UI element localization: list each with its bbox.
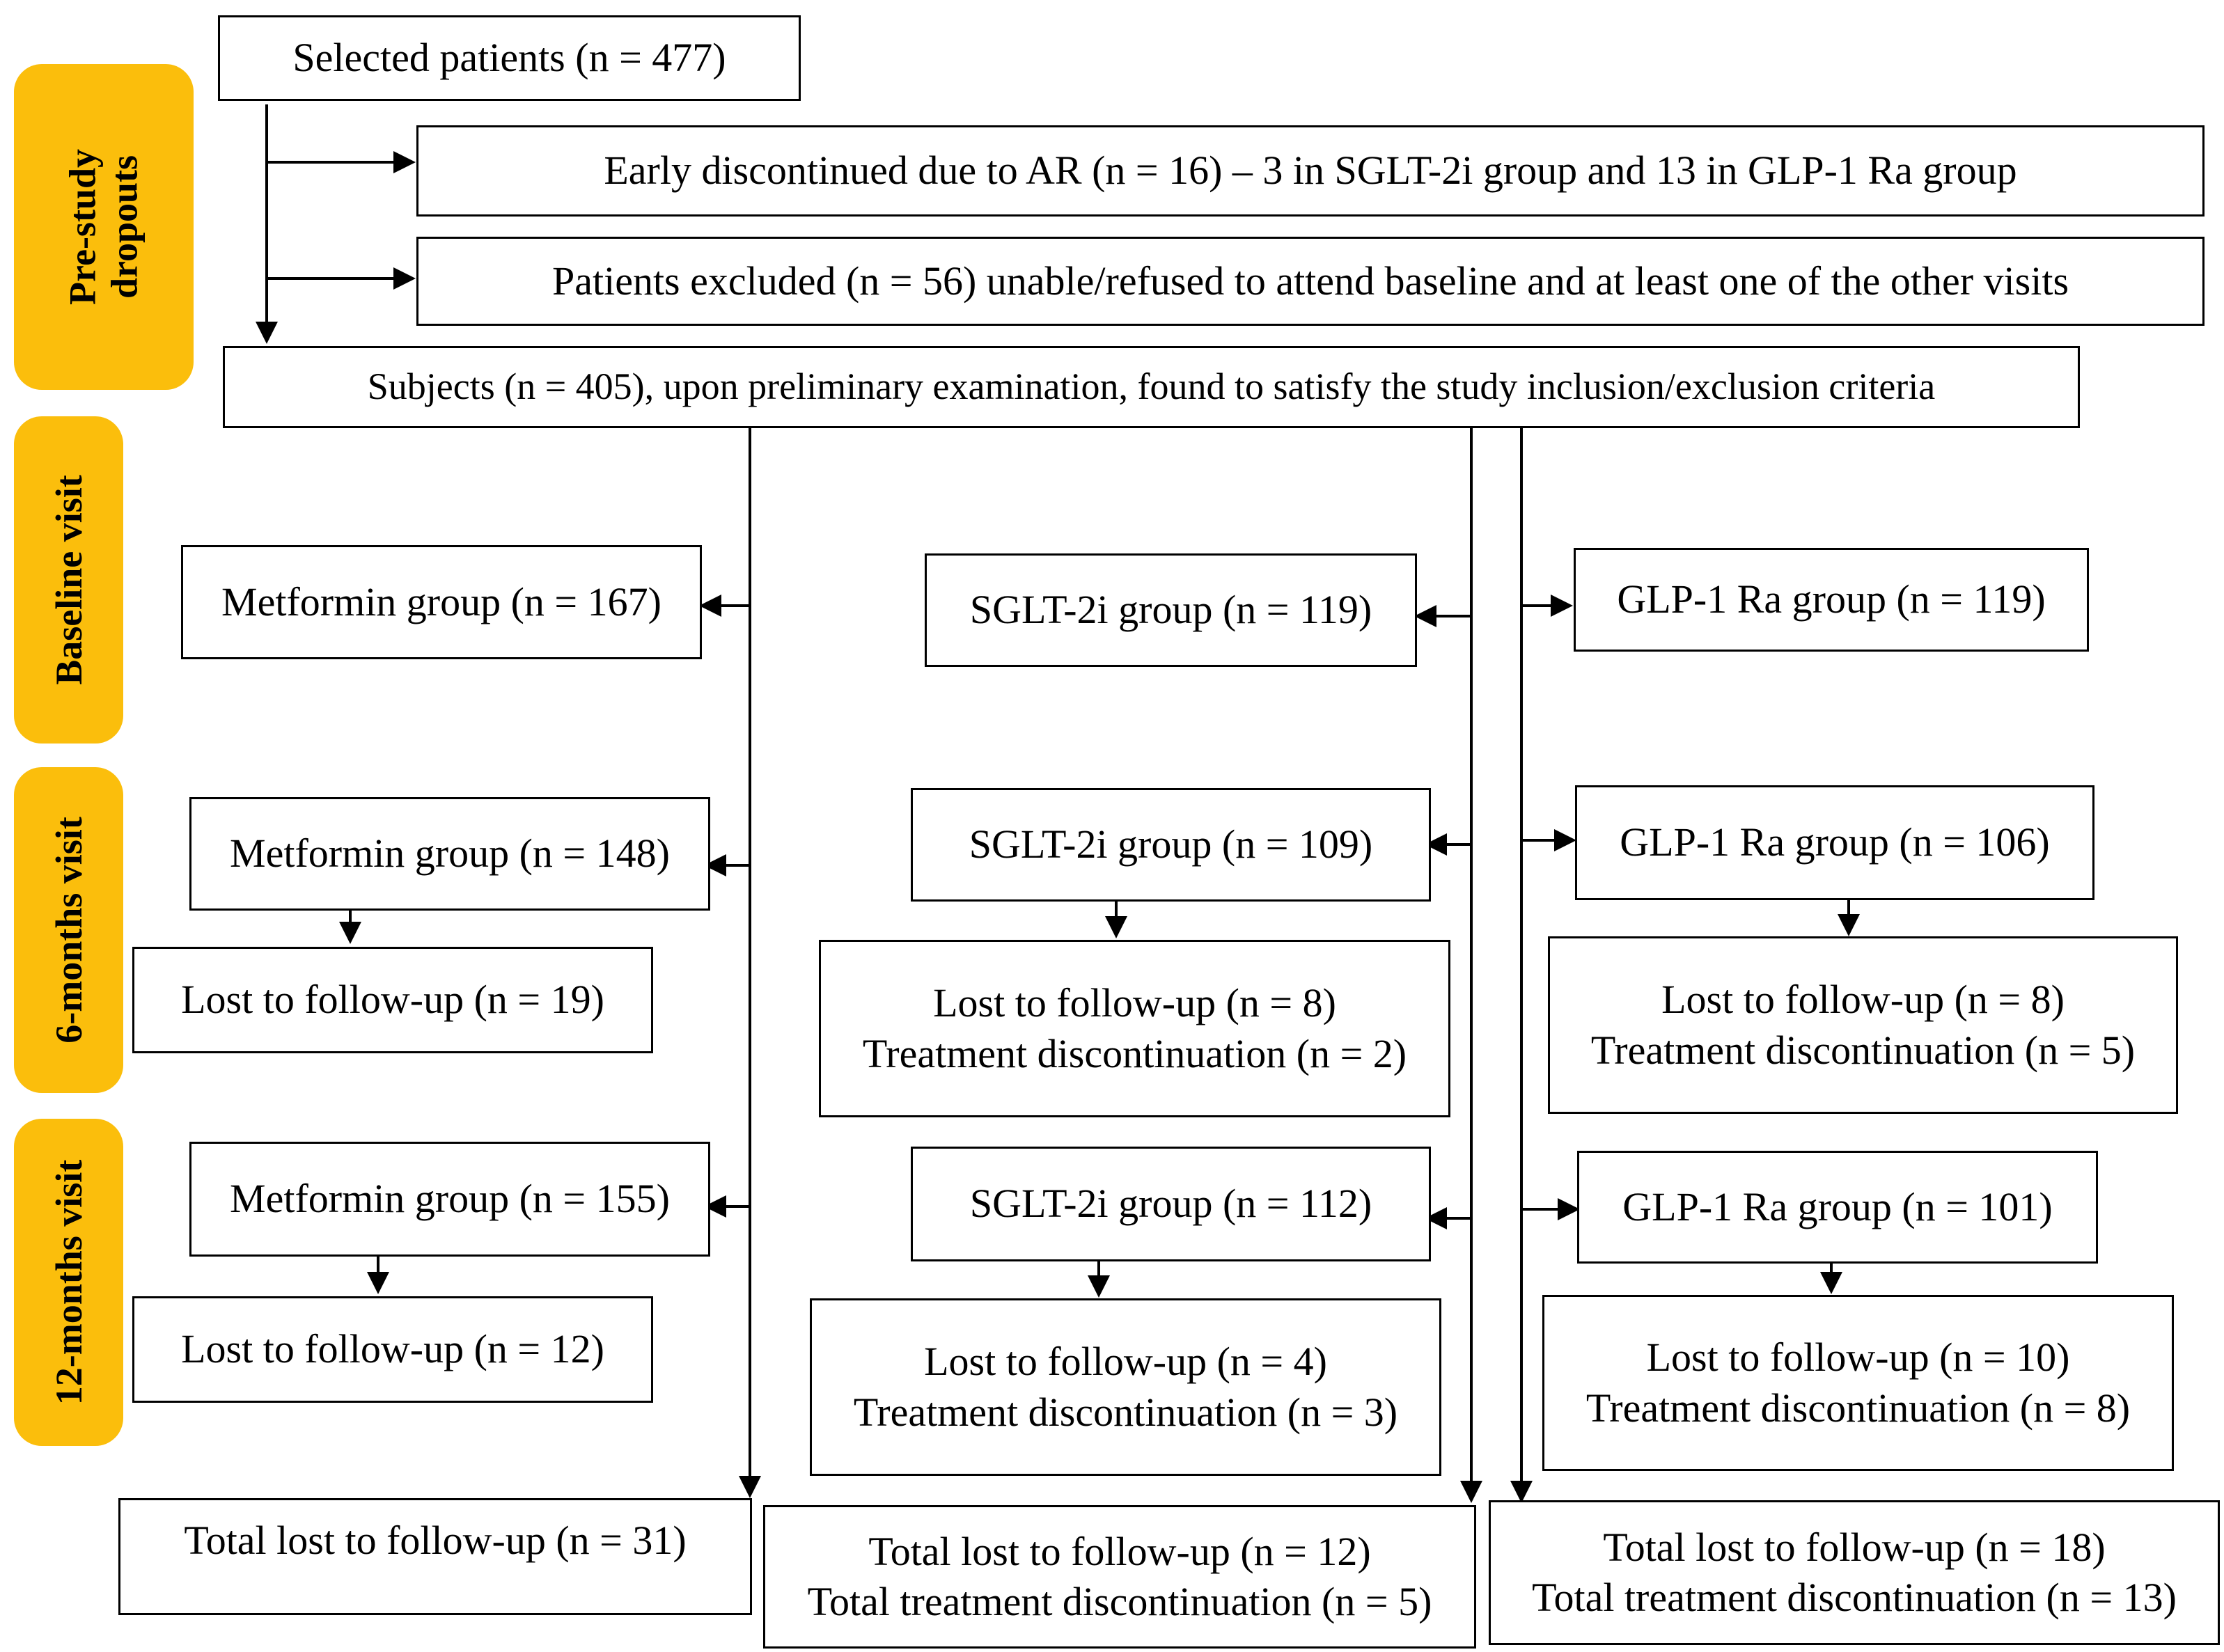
sglt2-12m-disc-text: Treatment discontinuation (n = 3) (853, 1389, 1398, 1435)
glp1-12m-text: GLP-1 Ra group (n = 101) (1622, 1183, 2053, 1229)
metformin-6m-text: Metformin group (n = 148) (230, 831, 670, 876)
metformin-6m-box: Metformin group (n = 148) (189, 797, 710, 911)
glp1-12m-lost-box: Lost to follow-up (n = 10) Treatment dis… (1542, 1295, 2174, 1471)
sglt2-6m-lost-box: Lost to follow-up (n = 8) Treatment disc… (819, 940, 1450, 1117)
glp1-total-box: Total lost to follow-up (n = 18) Total t… (1489, 1500, 2220, 1645)
early-discontinued-text: Early discontinued due to AR (n = 16) – … (604, 148, 2017, 194)
sglt2-12m-text: SGLT-2i group (n = 112) (969, 1181, 1372, 1227)
glp1-6m-box: GLP-1 Ra group (n = 106) (1575, 785, 2094, 900)
metformin-baseline-text: Metformin group (n = 167) (221, 579, 661, 624)
glp1-6m-lost-box: Lost to follow-up (n = 8) Treatment disc… (1548, 936, 2178, 1114)
glp1-12m-lost-text: Lost to follow-up (n = 10) (1646, 1335, 2070, 1380)
metformin-12m-box: Metformin group (n = 155) (189, 1142, 710, 1257)
glp1-6m-lost-text: Lost to follow-up (n = 8) (1661, 977, 2065, 1022)
stage-label-line: dropouts (104, 155, 146, 299)
stage-6-months-visit: 6-months visit (14, 767, 123, 1093)
patients-excluded-text: Patients excluded (n = 56) unable/refuse… (551, 258, 2069, 304)
sglt2-6m-lost-text: Lost to follow-up (n = 8) (933, 980, 1336, 1025)
stage-label-line: 12-months visit (47, 1159, 90, 1406)
glp1-6m-text: GLP-1 Ra group (n = 106) (1620, 819, 2050, 865)
patients-excluded-box: Patients excluded (n = 56) unable/refuse… (416, 237, 2205, 326)
glp1-6m-disc-text: Treatment discontinuation (n = 5) (1590, 1027, 2136, 1073)
metformin-6m-lost-box: Lost to follow-up (n = 19) (132, 947, 653, 1053)
sglt2-baseline-box: SGLT-2i group (n = 119) (925, 553, 1417, 667)
glp1-12m-box: GLP-1 Ra group (n = 101) (1577, 1151, 2098, 1264)
glp1-total-disc-text: Total treatment discontinuation (n = 13) (1532, 1575, 2177, 1620)
stage-label-line: 6-months visit (47, 817, 90, 1044)
sglt2-12m-lost-text: Lost to follow-up (n = 4) (924, 1339, 1327, 1384)
metformin-12m-text: Metformin group (n = 155) (230, 1176, 670, 1222)
metformin-total-box: Total lost to follow-up (n = 31) (118, 1498, 752, 1615)
metformin-6m-lost-text: Lost to follow-up (n = 19) (181, 977, 604, 1023)
glp1-12m-disc-text: Treatment discontinuation (n = 8) (1585, 1385, 2131, 1431)
metformin-total-lost-text: Total lost to follow-up (n = 31) (184, 1518, 687, 1563)
sglt2-12m-box: SGLT-2i group (n = 112) (911, 1147, 1431, 1261)
subjects-text: Subjects (n = 405), upon preliminary exa… (367, 365, 1936, 408)
metformin-baseline-box: Metformin group (n = 167) (181, 545, 702, 659)
sglt2-6m-text: SGLT-2i group (n = 109) (969, 821, 1373, 867)
sglt2-total-lost-text: Total lost to follow-up (n = 12) (868, 1528, 1371, 1574)
stage-label-line: Baseline visit (47, 475, 90, 685)
glp1-total-lost-text: Total lost to follow-up (n = 18) (1603, 1524, 2106, 1570)
sglt2-6m-box: SGLT-2i group (n = 109) (911, 788, 1431, 902)
sglt2-6m-disc-text: Treatment discontinuation (n = 2) (862, 1030, 1407, 1076)
metformin-12m-lost-box: Lost to follow-up (n = 12) (132, 1296, 653, 1403)
stage-label-line: Pre-study (61, 149, 104, 305)
sglt2-baseline-text: SGLT-2i group (n = 119) (969, 587, 1372, 633)
glp1-baseline-box: GLP-1 Ra group (n = 119) (1574, 548, 2089, 652)
sglt2-total-box: Total lost to follow-up (n = 12) Total t… (763, 1505, 1476, 1649)
stage-baseline-visit: Baseline visit (14, 416, 123, 744)
selected-patients-box: Selected patients (n = 477) (218, 15, 801, 101)
selected-patients-text: Selected patients (n = 477) (292, 35, 726, 81)
sglt2-total-disc-text: Total treatment discontinuation (n = 5) (807, 1579, 1432, 1624)
subjects-box: Subjects (n = 405), upon preliminary exa… (223, 346, 2080, 428)
glp1-baseline-text: GLP-1 Ra group (n = 119) (1617, 576, 2046, 622)
early-discontinued-box: Early discontinued due to AR (n = 16) – … (416, 125, 2205, 217)
sglt2-12m-lost-box: Lost to follow-up (n = 4) Treatment disc… (810, 1298, 1441, 1476)
metformin-12m-lost-text: Lost to follow-up (n = 12) (181, 1326, 604, 1372)
stage-12-months-visit: 12-months visit (14, 1119, 123, 1446)
